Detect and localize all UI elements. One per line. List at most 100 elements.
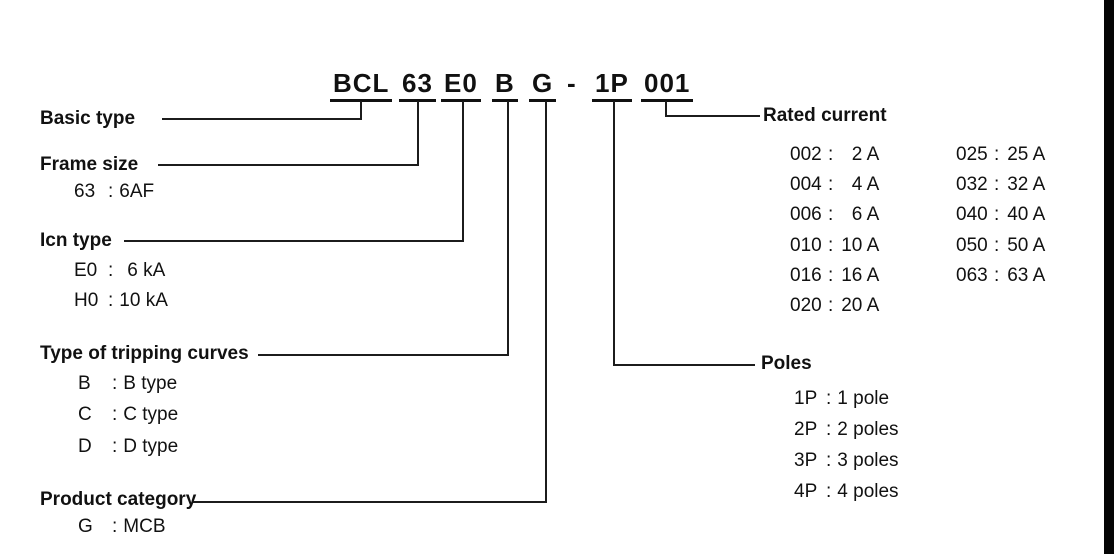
item-colon: : [108,260,114,281]
item-value: D type [123,436,179,457]
item-colon: : [112,373,118,394]
connector-icn-type-horizontal [124,240,464,242]
item-colon: : [112,516,118,537]
code-segment-dash: - [567,68,577,98]
connector-frame-size-horizontal [158,164,419,166]
item-code: 1P [794,388,818,409]
item-colon: : [828,204,834,225]
item-colon: : [994,235,1000,256]
item-value: C type [123,404,179,425]
item-code: D [78,436,92,457]
item-colon: : [826,419,832,440]
item-code: 002 [790,144,822,165]
icn-type-item: E0:6 kA [74,260,165,282]
item-code: 020 [790,295,822,316]
item-value: B type [123,373,178,394]
item-colon: : [828,265,834,286]
item-value: 4 A [851,174,880,195]
item-code: 016 [790,265,822,286]
rated-current-row: 002:2 A [790,144,879,166]
item-value: 3 poles [837,450,899,471]
connector-rated-current-vertical [665,101,667,117]
item-value: 1 pole [837,388,890,409]
tripping-curves-title: Type of tripping curves [40,343,249,364]
item-value: 4 poles [837,481,899,502]
connector-basic-type-vertical [360,101,362,120]
item-code: 3P [794,450,818,471]
item-code: 040 [956,204,988,225]
basic-type-title: Basic type [40,108,136,129]
rated-current-row: 063:63 A [956,265,1045,287]
item-value: 2 poles [837,419,899,440]
item-colon: : [828,144,834,165]
rated-current-row: 032:32 A [956,174,1045,196]
code-segment-rated-current: 001 [641,70,694,102]
tripping-curves-item: D:D type [78,436,178,458]
product-category-item: G:MCB [78,516,166,538]
item-colon: : [994,144,1000,165]
rated-current-row: 004:4 A [790,174,879,196]
rated-current-title: Rated current [763,105,887,126]
code-segment-frame-size: 63 [399,70,436,102]
connector-poles-vertical [613,101,615,366]
connector-poles-horizontal [613,364,755,366]
rated-current-row: 006:6 A [790,204,879,226]
item-colon: : [112,404,118,425]
item-value: 6 A [851,204,880,225]
tripping-curves-item: B:B type [78,373,177,395]
code-segment-poles: 1P [592,70,632,102]
code-segment-icn-type: E0 [441,70,481,102]
item-colon: : [826,450,832,471]
connector-product-category-horizontal [192,501,547,503]
poles-item: 2P:2 poles [794,419,899,441]
item-value: 10 A [841,235,880,256]
item-code: 004 [790,174,822,195]
code-segment-basic-type: BCL [330,70,393,102]
icn-type-title: Icn type [40,230,112,251]
item-colon: : [108,181,114,202]
poles-item: 1P:1 pole [794,388,889,410]
item-value: 10 kA [119,290,168,311]
code-segment-product-category: G [529,70,557,102]
frame-size-item: 63:6AF [74,181,154,203]
poles-title: Poles [761,353,812,374]
item-value: MCB [123,516,166,537]
item-code: B [78,373,91,394]
item-value: 16 A [841,265,880,286]
item-code: H0 [74,290,99,311]
poles-item: 4P:4 poles [794,481,899,503]
item-colon: : [994,174,1000,195]
item-colon: : [828,235,834,256]
item-code: 010 [790,235,822,256]
connector-basic-type-horizontal [162,118,362,120]
item-value: 63 A [1007,265,1046,286]
item-value: 20 A [841,295,880,316]
item-code: 63 [74,181,96,202]
item-value: 32 A [1007,174,1046,195]
right-edge-bar [1104,0,1114,554]
item-value: 6 kA [127,260,166,281]
item-colon: : [108,290,114,311]
item-colon: : [994,204,1000,225]
rated-current-row: 010:10 A [790,235,879,257]
item-code: 2P [794,419,818,440]
item-code: 4P [794,481,818,502]
item-colon: : [828,295,834,316]
connector-frame-size-vertical [417,101,419,166]
rated-current-row: 050:50 A [956,235,1045,257]
rated-current-row: 020:20 A [790,295,879,317]
connector-tripping-curves-horizontal [258,354,509,356]
connector-tripping-curves-vertical [507,101,509,356]
item-code: G [78,516,93,537]
item-value: 2 A [851,144,880,165]
item-code: 006 [790,204,822,225]
item-value: 6AF [119,181,155,202]
product-category-title: Product category [40,489,197,510]
item-code: C [78,404,92,425]
code-segment-tripping-curve: B [492,70,518,102]
rated-current-row: 016:16 A [790,265,879,287]
item-code: 025 [956,144,988,165]
item-value: 50 A [1007,235,1046,256]
rated-current-row: 040:40 A [956,204,1045,226]
item-code: 063 [956,265,988,286]
